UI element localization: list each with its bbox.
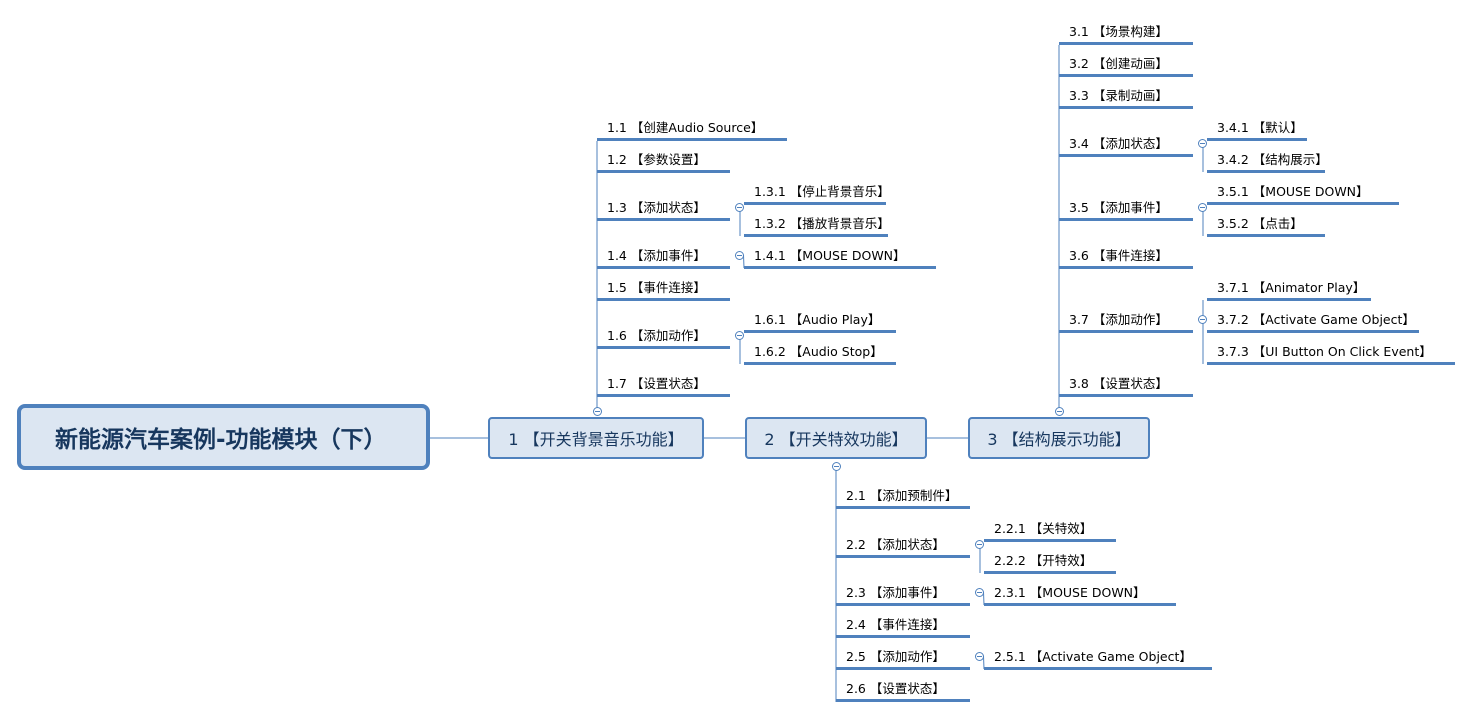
topic-1-3-1[interactable]: 1.3.1 【停止背景音乐】 — [744, 183, 890, 205]
topic-3-7-2[interactable]: 3.7.2 【Activate Game Object】 — [1207, 311, 1419, 333]
topic-1-4[interactable]: 1.4 【添加事件】 — [597, 247, 730, 269]
topic-1-2[interactable]: 1.2 【参数设置】 — [597, 151, 730, 173]
topic-3-5-2[interactable]: 3.5.2 【点击】 — [1207, 215, 1325, 237]
topic-3-3[interactable]: 3.3 【录制动画】 — [1059, 87, 1193, 109]
topic-3-4-1[interactable]: 3.4.1 【默认】 — [1207, 119, 1307, 141]
topic-2-2-collapse-icon[interactable] — [974, 539, 984, 549]
topic-2-3-collapse-icon[interactable] — [974, 587, 984, 597]
topic-3-4-collapse-icon[interactable] — [1197, 138, 1207, 148]
branch-1-topic[interactable]: 1 【开关背景音乐功能】 — [488, 417, 704, 459]
topic-2-5[interactable]: 2.5 【添加动作】 — [836, 648, 970, 670]
topic-3-2[interactable]: 3.2 【创建动画】 — [1059, 55, 1193, 77]
topic-3-4-2[interactable]: 3.4.2 【结构展示】 — [1207, 151, 1328, 173]
topic-3-7-collapse-icon[interactable] — [1197, 314, 1207, 324]
topic-2-4[interactable]: 2.4 【事件连接】 — [836, 616, 970, 638]
topic-2-1[interactable]: 2.1 【添加预制件】 — [836, 487, 970, 509]
branch-3-collapse-icon[interactable] — [1054, 406, 1064, 416]
topic-3-1[interactable]: 3.1 【场景构建】 — [1059, 23, 1193, 45]
topic-3-7-3[interactable]: 3.7.3 【UI Button On Click Event】 — [1207, 343, 1455, 365]
topic-1-5[interactable]: 1.5 【事件连接】 — [597, 279, 730, 301]
branch-1-collapse-icon[interactable] — [592, 406, 602, 416]
branch-3-topic[interactable]: 3 【结构展示功能】 — [968, 417, 1150, 459]
topic-2-3[interactable]: 2.3 【添加事件】 — [836, 584, 970, 606]
topic-2-5-collapse-icon[interactable] — [974, 651, 984, 661]
topic-1-3[interactable]: 1.3 【添加状态】 — [597, 199, 730, 221]
topic-1-6-2[interactable]: 1.6.2 【Audio Stop】 — [744, 343, 896, 365]
connector-line — [983, 591, 985, 606]
topic-3-8[interactable]: 3.8 【设置状态】 — [1059, 375, 1193, 397]
topic-2-6[interactable]: 2.6 【设置状态】 — [836, 680, 970, 702]
topic-3-5[interactable]: 3.5 【添加事件】 — [1059, 199, 1193, 221]
topic-1-1[interactable]: 1.1 【创建Audio Source】 — [597, 119, 787, 141]
topic-3-7-1[interactable]: 3.7.1 【Animator Play】 — [1207, 279, 1371, 301]
topic-3-5-1[interactable]: 3.5.1 【MOUSE DOWN】 — [1207, 183, 1399, 205]
topic-1-6-collapse-icon[interactable] — [734, 330, 744, 340]
connector-line — [983, 655, 985, 670]
topic-1-3-collapse-icon[interactable] — [734, 202, 744, 212]
topic-1-6[interactable]: 1.6 【添加动作】 — [597, 327, 730, 349]
topic-1-4-1[interactable]: 1.4.1 【MOUSE DOWN】 — [744, 247, 936, 269]
topic-1-3-2[interactable]: 1.3.2 【播放背景音乐】 — [744, 215, 890, 237]
topic-1-6-1[interactable]: 1.6.1 【Audio Play】 — [744, 311, 896, 333]
topic-2-2[interactable]: 2.2 【添加状态】 — [836, 536, 970, 558]
topic-3-7[interactable]: 3.7 【添加动作】 — [1059, 311, 1193, 333]
topic-2-5-1[interactable]: 2.5.1 【Activate Game Object】 — [984, 648, 1212, 670]
topic-2-2-1[interactable]: 2.2.1 【关特效】 — [984, 520, 1116, 542]
topic-3-4[interactable]: 3.4 【添加状态】 — [1059, 135, 1193, 157]
topic-3-5-collapse-icon[interactable] — [1197, 202, 1207, 212]
connector-line — [743, 254, 745, 269]
topic-1-7[interactable]: 1.7 【设置状态】 — [597, 375, 730, 397]
topic-1-4-collapse-icon[interactable] — [734, 250, 744, 260]
topic-2-3-1[interactable]: 2.3.1 【MOUSE DOWN】 — [984, 584, 1176, 606]
root-topic[interactable]: 新能源汽车案例-功能模块（下） — [17, 404, 430, 470]
branch-2-collapse-icon[interactable] — [831, 461, 841, 471]
topic-3-6[interactable]: 3.6 【事件连接】 — [1059, 247, 1193, 269]
topic-2-2-2[interactable]: 2.2.2 【开特效】 — [984, 552, 1116, 574]
branch-2-topic[interactable]: 2 【开关特效功能】 — [745, 417, 927, 459]
